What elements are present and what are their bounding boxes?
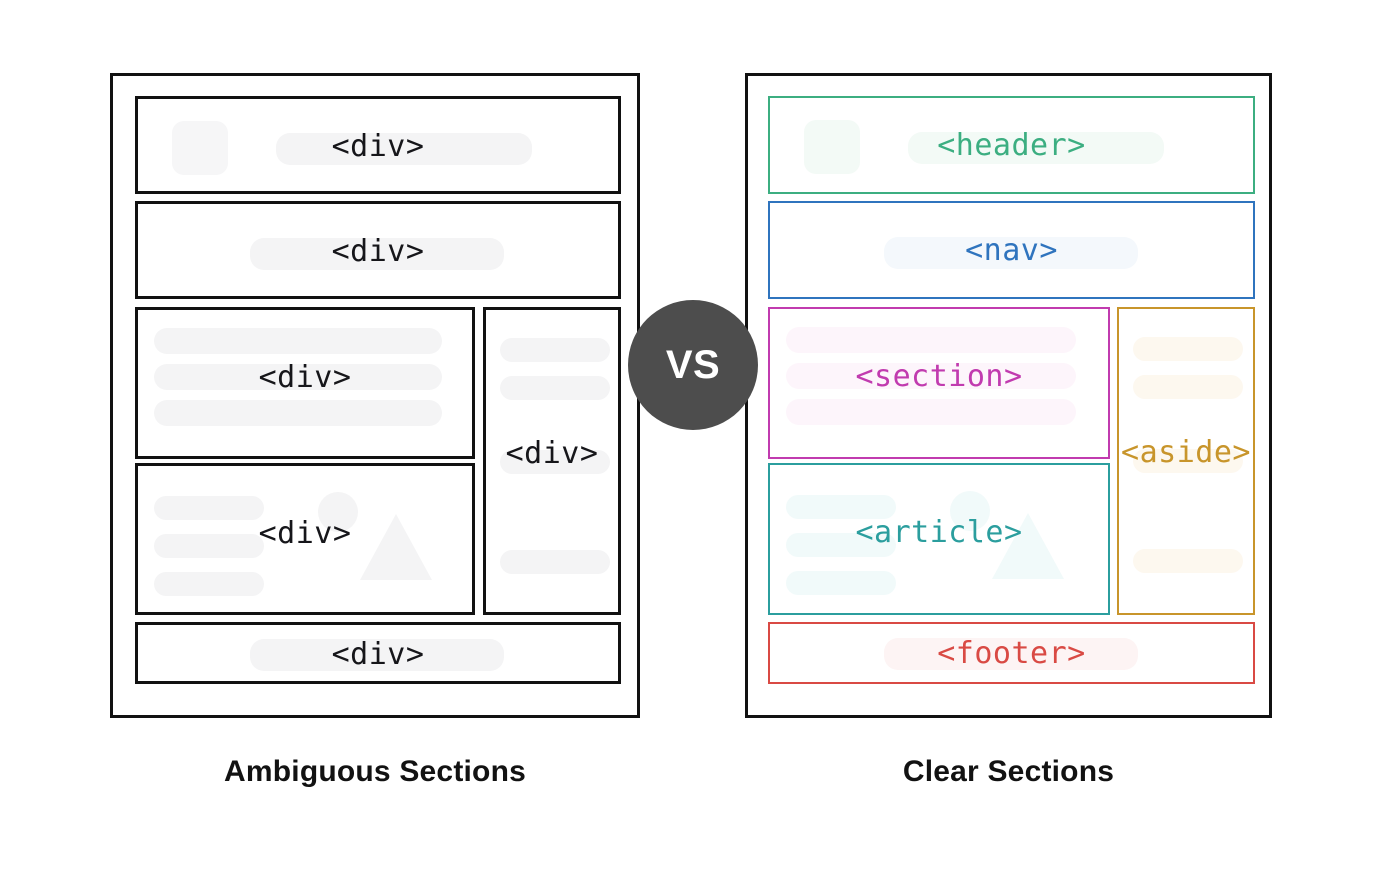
skeleton-bar xyxy=(154,400,442,426)
ambiguous-label-header-row: <div> xyxy=(331,129,425,164)
image-placeholder-triangle-icon xyxy=(360,514,432,580)
clear-sections-caption: Clear Sections xyxy=(902,755,1115,788)
semantic-label-section: <section> xyxy=(855,359,1023,394)
skeleton-bar xyxy=(154,364,442,390)
ambiguous-sections-panel: <div> <div> <div> <div> xyxy=(110,73,640,718)
skeleton-bar xyxy=(500,550,610,574)
skeleton-bar xyxy=(786,363,1076,389)
skeleton-bar xyxy=(500,450,610,474)
ambiguous-label-nav-row: <div> xyxy=(331,234,425,269)
skeleton-bar xyxy=(1133,375,1243,399)
ambiguous-label-article-row: <div> xyxy=(258,516,352,551)
skeleton-bar xyxy=(786,327,1076,353)
skeleton-bar xyxy=(1133,449,1243,473)
skeleton-bar xyxy=(786,399,1076,425)
skeleton-bar xyxy=(500,338,610,362)
label-pill xyxy=(250,238,504,270)
semantic-block-aside: <aside> xyxy=(1117,307,1255,615)
ambiguous-sections-caption: Ambiguous Sections xyxy=(224,755,526,788)
skeleton-bar xyxy=(154,496,264,520)
ambiguous-panel-inner: <div> <div> <div> <div> xyxy=(133,96,621,695)
skeleton-bar xyxy=(786,533,896,557)
semantic-label-article: <article> xyxy=(855,515,1023,550)
label-pill xyxy=(908,132,1164,164)
skeleton-bar xyxy=(154,572,264,596)
semantic-label-footer: <footer> xyxy=(937,636,1086,671)
skeleton-bar xyxy=(786,495,896,519)
label-pill xyxy=(276,133,532,165)
ambiguous-label-footer-row: <div> xyxy=(331,637,425,672)
logo-placeholder-icon xyxy=(804,120,860,174)
vs-badge-label: VS xyxy=(665,343,721,387)
vs-badge: VS xyxy=(628,300,758,430)
skeleton-bar xyxy=(154,534,264,558)
ambiguous-label-section-row: <div> xyxy=(258,360,352,395)
logo-placeholder-icon xyxy=(172,121,228,175)
skeleton-bar xyxy=(786,571,896,595)
label-pill xyxy=(884,237,1138,269)
ambiguous-block-footer-row: <div> xyxy=(135,622,621,684)
clear-panel-inner: <header> <nav> <section> <art xyxy=(768,96,1255,695)
semantic-block-nav: <nav> xyxy=(768,201,1255,299)
semantic-block-header: <header> xyxy=(768,96,1255,194)
image-placeholder-triangle-icon xyxy=(992,513,1064,579)
semantic-block-footer: <footer> xyxy=(768,622,1255,684)
semantic-block-article: <article> xyxy=(768,463,1110,615)
skeleton-bar xyxy=(1133,337,1243,361)
clear-sections-panel: <header> <nav> <section> <art xyxy=(745,73,1272,718)
skeleton-bar xyxy=(1133,549,1243,573)
ambiguous-block-article-row: <div> xyxy=(135,463,475,615)
skeleton-bar xyxy=(154,328,442,354)
image-placeholder-circle-icon xyxy=(318,492,358,532)
ambiguous-label-aside-col: <div> xyxy=(505,436,599,471)
label-pill xyxy=(250,639,504,671)
ambiguous-block-nav-row: <div> xyxy=(135,201,621,299)
ambiguous-block-section-row: <div> xyxy=(135,307,475,459)
semantic-block-section: <section> xyxy=(768,307,1110,459)
ambiguous-block-aside-col: <div> xyxy=(483,307,621,615)
skeleton-bar xyxy=(500,376,610,400)
image-placeholder-circle-icon xyxy=(950,491,990,531)
semantic-label-header: <header> xyxy=(937,128,1086,163)
ambiguous-block-header-row: <div> xyxy=(135,96,621,194)
semantic-label-nav: <nav> xyxy=(965,233,1058,268)
label-pill xyxy=(884,638,1138,670)
semantic-label-aside: <aside> xyxy=(1121,435,1251,470)
